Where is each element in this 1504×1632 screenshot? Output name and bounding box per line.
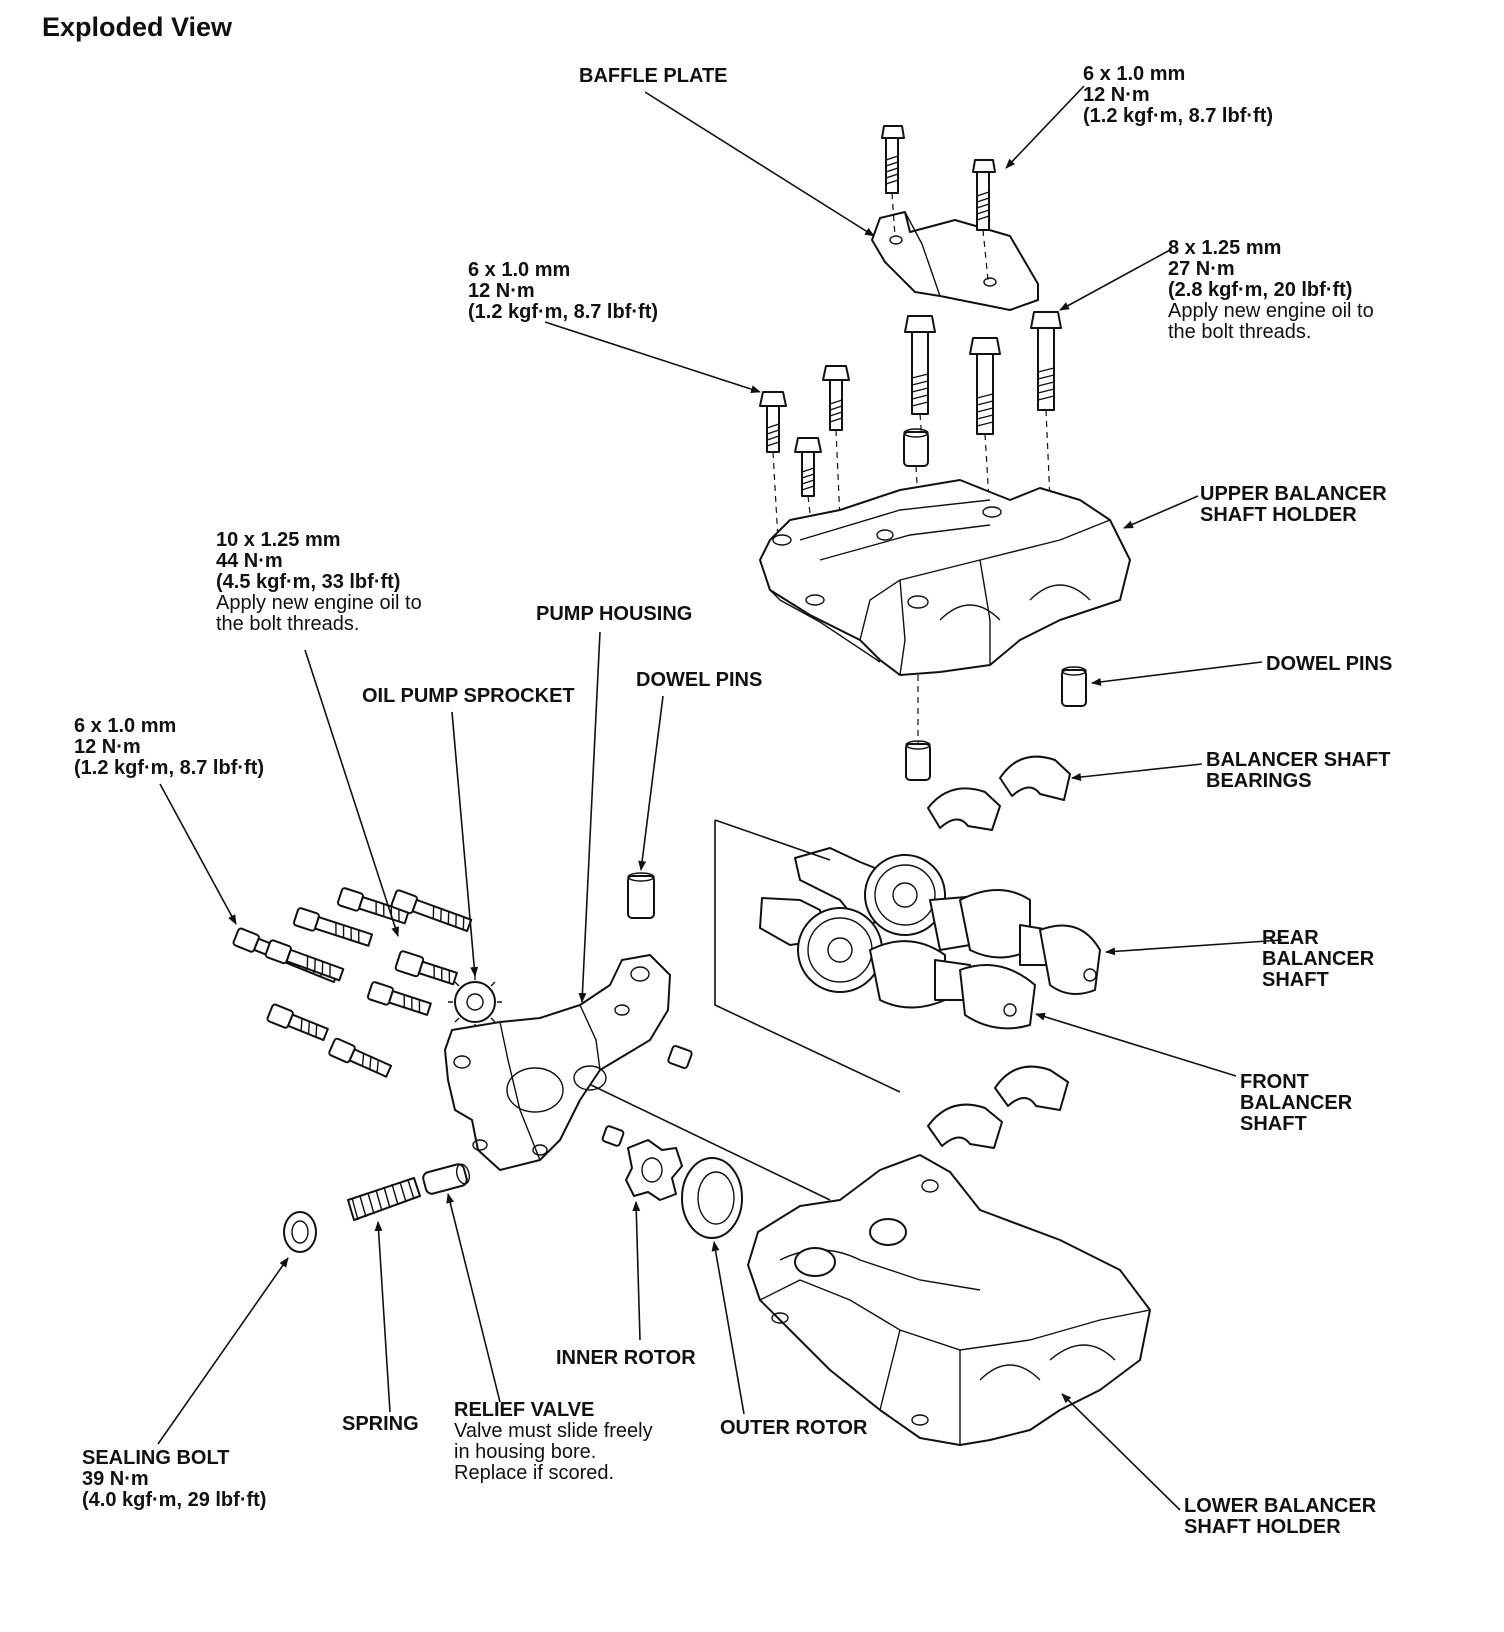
dowel-pin-upper-right (1061, 666, 1087, 707)
baffle-bolt-right (972, 159, 996, 281)
lower-balancer-shaft-holder (747, 1154, 1151, 1446)
label-relief-valve: RELIEF VALVE Valve must slide freely in … (454, 1399, 653, 1484)
oil-pump-sprocket (448, 975, 502, 1029)
upper-holder-bolts (759, 311, 1062, 541)
page-title: Exploded View (42, 12, 233, 42)
label-dowel-pins-right: DOWEL PINS (1266, 653, 1393, 675)
baffle-plate (871, 211, 1039, 311)
label-balancer-shaft-bearings: BALANCER SHAFT BEARINGS (1206, 749, 1391, 792)
label-baffle-bolt-spec: 6 x 1.0 mm 12 N·m (1.2 kgf·m, 8.7 lbf·ft… (1083, 63, 1274, 127)
label-upper-small-bolt-spec: 6 x 1.0 mm 12 N·m (1.2 kgf·m, 8.7 lbf·ft… (468, 259, 659, 323)
upper-balancer-shaft-holder (759, 479, 1131, 745)
pump-housing-bolts (232, 887, 473, 1078)
dowel-pin-pump-small (667, 1044, 693, 1070)
outer-rotor (681, 1157, 743, 1239)
label-spring: SPRING (342, 1413, 419, 1435)
label-dowel-pins-center: DOWEL PINS (636, 669, 763, 691)
label-pump-bolt-spec: 6 x 1.0 mm 12 N·m (1.2 kgf·m, 8.7 lbf·ft… (74, 715, 265, 779)
label-outer-rotor: OUTER ROTOR (720, 1417, 868, 1439)
label-baffle-plate: BAFFLE PLATE (579, 65, 728, 87)
pump-housing (444, 954, 671, 1171)
label-lower-balancer-shaft-holder: LOWER BALANCER SHAFT HOLDER (1184, 1495, 1377, 1538)
front-balancer-shaft (759, 897, 1036, 1030)
label-rear-balancer-shaft: REAR BALANCER SHAFT (1262, 927, 1375, 991)
label-upper-large-bolt-spec: 8 x 1.25 mm 27 N·m (2.8 kgf·m, 20 lbf·ft… (1168, 237, 1374, 343)
label-oil-pump-sprocket: OIL PUMP SPROCKET (362, 685, 575, 707)
relief-valve-spring (347, 1177, 421, 1221)
dowel-pin-upper-left (905, 740, 931, 781)
label-sealing-bolt: SEALING BOLT 39 N·m (4.0 kgf·m, 29 lbf·f… (82, 1447, 267, 1511)
label-upper-balancer-shaft-holder: UPPER BALANCER SHAFT HOLDER (1200, 483, 1387, 526)
balancer-shaft-bearing-lower (927, 1065, 1069, 1149)
inner-rotor (625, 1139, 683, 1201)
label-pump-housing: PUMP HOUSING (536, 603, 693, 625)
rear-balancer-shaft (794, 847, 1101, 995)
relief-valve (422, 1163, 471, 1195)
baffle-bolt-left (881, 125, 905, 237)
leader-lines (157, 85, 1283, 1511)
balancer-shaft-bearing-upper (927, 755, 1071, 831)
label-inner-rotor: INNER ROTOR (556, 1347, 696, 1369)
dowel-pin-pump-small-2 (601, 1125, 625, 1147)
dowel-pin-pump-top (627, 872, 655, 919)
label-front-balancer-shaft: FRONT BALANCER SHAFT (1240, 1071, 1353, 1135)
sealing-bolt (283, 1211, 317, 1253)
label-10mm-bolt-spec: 10 x 1.25 mm 44 N·m (4.5 kgf·m, 33 lbf·f… (216, 529, 422, 635)
